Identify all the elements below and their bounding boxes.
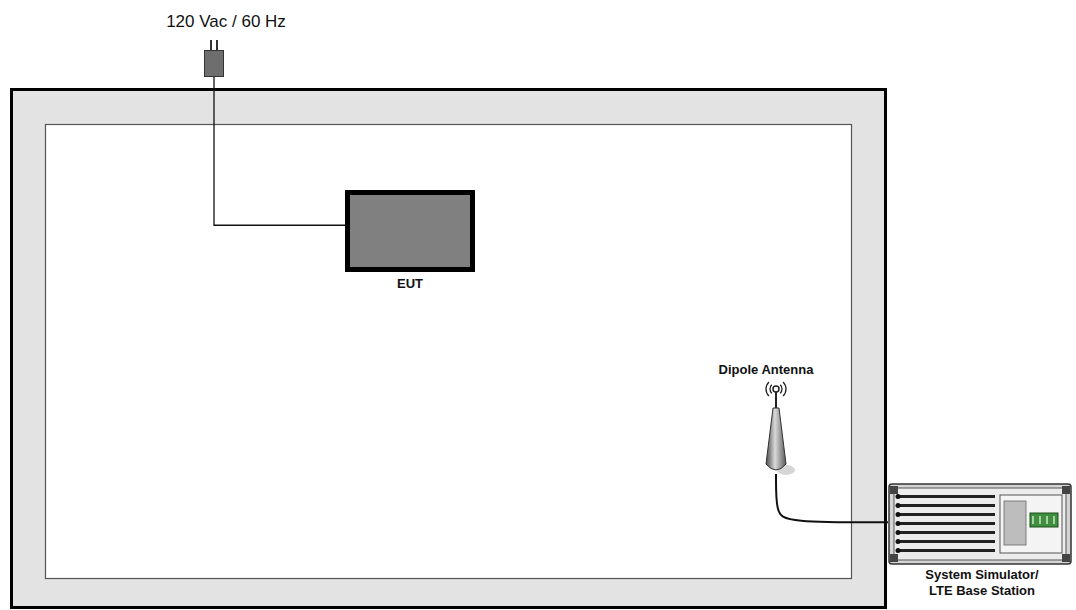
simulator-face (894, 488, 1066, 560)
mount-ear (1062, 554, 1070, 562)
chamber-interior (46, 125, 852, 579)
plug-body (205, 51, 224, 77)
node-label: Dipole Antenna (719, 362, 814, 378)
radio-wave (780, 385, 782, 393)
eut-box: EUT (345, 190, 475, 272)
port-jack (896, 521, 901, 526)
port-jack (896, 539, 901, 544)
port-jack (896, 503, 901, 508)
node-label: 120 Vac / 60 Hz (166, 12, 286, 32)
control-panel (1004, 501, 1026, 545)
eut-body (348, 193, 473, 270)
vent-slot (900, 531, 995, 534)
display-pin (1032, 516, 1034, 524)
display-pin (1053, 516, 1055, 524)
antenna-body (766, 408, 786, 470)
radio-wave (783, 382, 786, 396)
mount-ear (890, 486, 898, 494)
dipole-antenna: Dipole Antenna (749, 380, 795, 482)
rf-cable (776, 474, 888, 522)
system-simulator: System Simulator/ LTE Base Station (888, 483, 1072, 565)
port-jack (896, 512, 901, 517)
plug-prong (216, 40, 218, 50)
node-label: EUT (397, 276, 423, 292)
plug-prong (210, 40, 212, 50)
mount-ear (890, 554, 898, 562)
eut-icon (345, 190, 475, 272)
node-label: System Simulator/ LTE Base Station (915, 567, 1050, 598)
display-pin (1039, 516, 1041, 524)
radio-wave (766, 382, 769, 396)
simulator-icon (888, 483, 1072, 565)
vent-slot (900, 522, 995, 525)
power-plug: 120 Vac / 60 Hz (204, 40, 224, 77)
port-jack (896, 494, 901, 499)
chamber-wall (12, 90, 886, 608)
front-panel (1000, 495, 1062, 553)
antenna-mast (775, 392, 777, 410)
port-jack (896, 548, 901, 553)
status-display (1030, 513, 1058, 527)
vent-slot (900, 549, 995, 552)
vent-slot (900, 540, 995, 543)
radio-wave (770, 385, 772, 393)
simulator-chassis (889, 484, 1071, 564)
plug-icon (204, 40, 224, 77)
vent-slot (900, 495, 995, 498)
port-jack (896, 530, 901, 535)
power-cord (214, 77, 345, 225)
display-pin (1046, 516, 1048, 524)
antenna-tip (773, 386, 779, 392)
mount-ear (1062, 486, 1070, 494)
vent-slot (900, 504, 995, 507)
vent-slot (900, 513, 995, 516)
antenna-icon (749, 380, 795, 482)
